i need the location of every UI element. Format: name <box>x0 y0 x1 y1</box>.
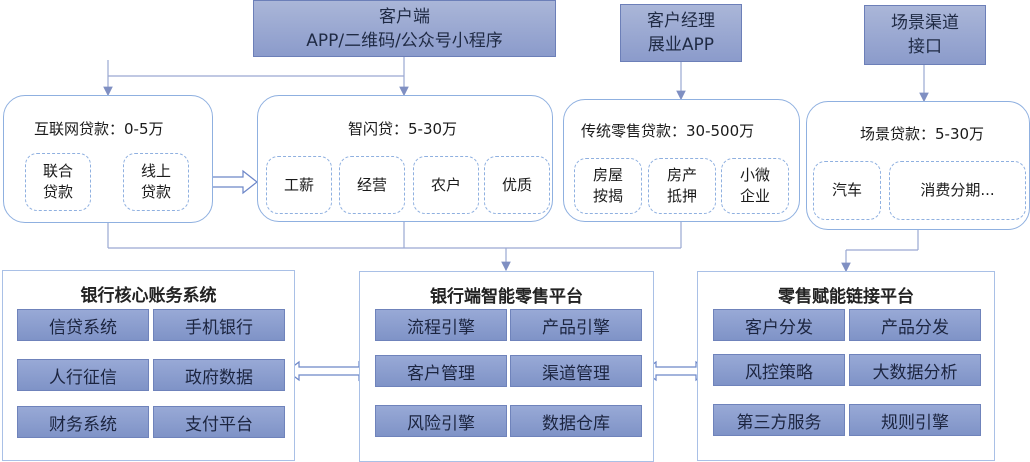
farmer-loan-item: 农户 <box>413 156 479 214</box>
rule-engine-tile: 规则引擎 <box>849 404 981 436</box>
scene-source-box: 场景渠道 接口 <box>864 5 986 65</box>
channel-management-tile: 渠道管理 <box>510 355 642 387</box>
payment-platform-tile: 支付平台 <box>153 406 285 438</box>
credit-system-tile: 信贷系统 <box>17 309 149 341</box>
property-pledge-line1: 房产 <box>666 166 697 184</box>
internet-loan-group: 互联网贷款：0-5万 联合贷款 线上贷款 <box>3 95 213 223</box>
manager-source-line2: 展业APP <box>647 35 715 55</box>
mobile-banking-tile: 手机银行 <box>153 309 285 341</box>
big-data-analysis-tile: 大数据分析 <box>849 354 981 386</box>
core-accounting-panel: 银行核心账务系统 信贷系统 手机银行 人行征信 政府数据 财务系统 支付平台 <box>2 270 295 461</box>
joint-loan-line2: 贷款 <box>42 183 73 201</box>
product-engine-tile: 产品引擎 <box>510 309 642 341</box>
traditional-loan-title: 传统零售贷款：30-500万 <box>581 122 755 140</box>
government-data-tile: 政府数据 <box>153 359 285 391</box>
online-loan-item: 线上贷款 <box>123 153 189 211</box>
customer-distribution-tile: 客户分发 <box>713 309 845 341</box>
third-party-service-tile: 第三方服务 <box>713 404 845 436</box>
online-loan-line1: 线上 <box>140 162 171 180</box>
zhishan-loan-group: 智闪贷：5-30万 工薪 经营 农户 优质 <box>257 95 553 222</box>
risk-engine-tile: 风险引擎 <box>375 405 507 437</box>
customer-management-tile: 客户管理 <box>375 355 507 387</box>
small-business-item: 小微企业 <box>721 158 789 214</box>
salary-loan-item: 工薪 <box>266 156 332 214</box>
scene-loan-group: 场景贷款：5-30万 汽车 消费分期... <box>806 101 1030 230</box>
retail-enablement-title: 零售赋能链接平台 <box>778 287 914 307</box>
finance-system-tile: 财务系统 <box>17 406 149 438</box>
joint-loan-line1: 联合 <box>42 162 73 180</box>
mortgage-line2: 按揭 <box>592 187 623 205</box>
data-warehouse-tile: 数据仓库 <box>510 405 642 437</box>
premium-loan-item: 优质 <box>484 156 550 214</box>
scene-source-line2: 接口 <box>908 37 942 57</box>
joint-loan-item: 联合贷款 <box>25 153 91 211</box>
consumer-installment-item: 消费分期... <box>889 161 1026 220</box>
core-accounting-title: 银行核心账务系统 <box>80 286 217 306</box>
risk-strategy-tile: 风控策略 <box>713 354 845 386</box>
retail-enablement-panel: 零售赋能链接平台 客户分发 产品分发 风控策略 大数据分析 第三方服务 规则引擎 <box>697 271 995 461</box>
client-source-line1: 客户端 <box>379 6 430 27</box>
client-source-line2: APP/二维码/公众号小程序 <box>306 30 503 51</box>
auto-loan-item: 汽车 <box>813 161 881 220</box>
small-business-line1: 小微 <box>739 166 770 184</box>
property-pledge-item: 房产抵押 <box>648 158 716 214</box>
scene-loan-title: 场景贷款：5-30万 <box>860 125 985 143</box>
smart-retail-title: 银行端智能零售平台 <box>430 287 583 307</box>
business-loan-item: 经营 <box>339 156 405 214</box>
smart-retail-panel: 银行端智能零售平台 流程引擎 产品引擎 客户管理 渠道管理 风险引擎 数据仓库 <box>359 271 654 462</box>
scene-source-line1: 场景渠道 <box>891 13 959 33</box>
traditional-loan-group: 传统零售贷款：30-500万 房屋按揭 房产抵押 小微企业 <box>563 99 800 222</box>
internet-loan-title: 互联网贷款：0-5万 <box>34 120 164 138</box>
client-source-box: 客户端 APP/二维码/公众号小程序 <box>253 0 556 57</box>
zhishan-loan-title: 智闪贷：5-30万 <box>348 120 458 138</box>
property-pledge-line2: 抵押 <box>666 187 697 205</box>
manager-source-line1: 客户经理 <box>647 11 715 31</box>
manager-source-box: 客户经理 展业APP <box>620 4 742 62</box>
product-distribution-tile: 产品分发 <box>849 309 981 341</box>
process-engine-tile: 流程引擎 <box>375 309 507 341</box>
online-loan-line2: 贷款 <box>140 183 171 201</box>
mortgage-line1: 房屋 <box>592 166 623 184</box>
mortgage-item: 房屋按揭 <box>574 158 642 214</box>
pboc-credit-tile: 人行征信 <box>17 359 149 391</box>
small-business-line2: 企业 <box>739 187 770 205</box>
